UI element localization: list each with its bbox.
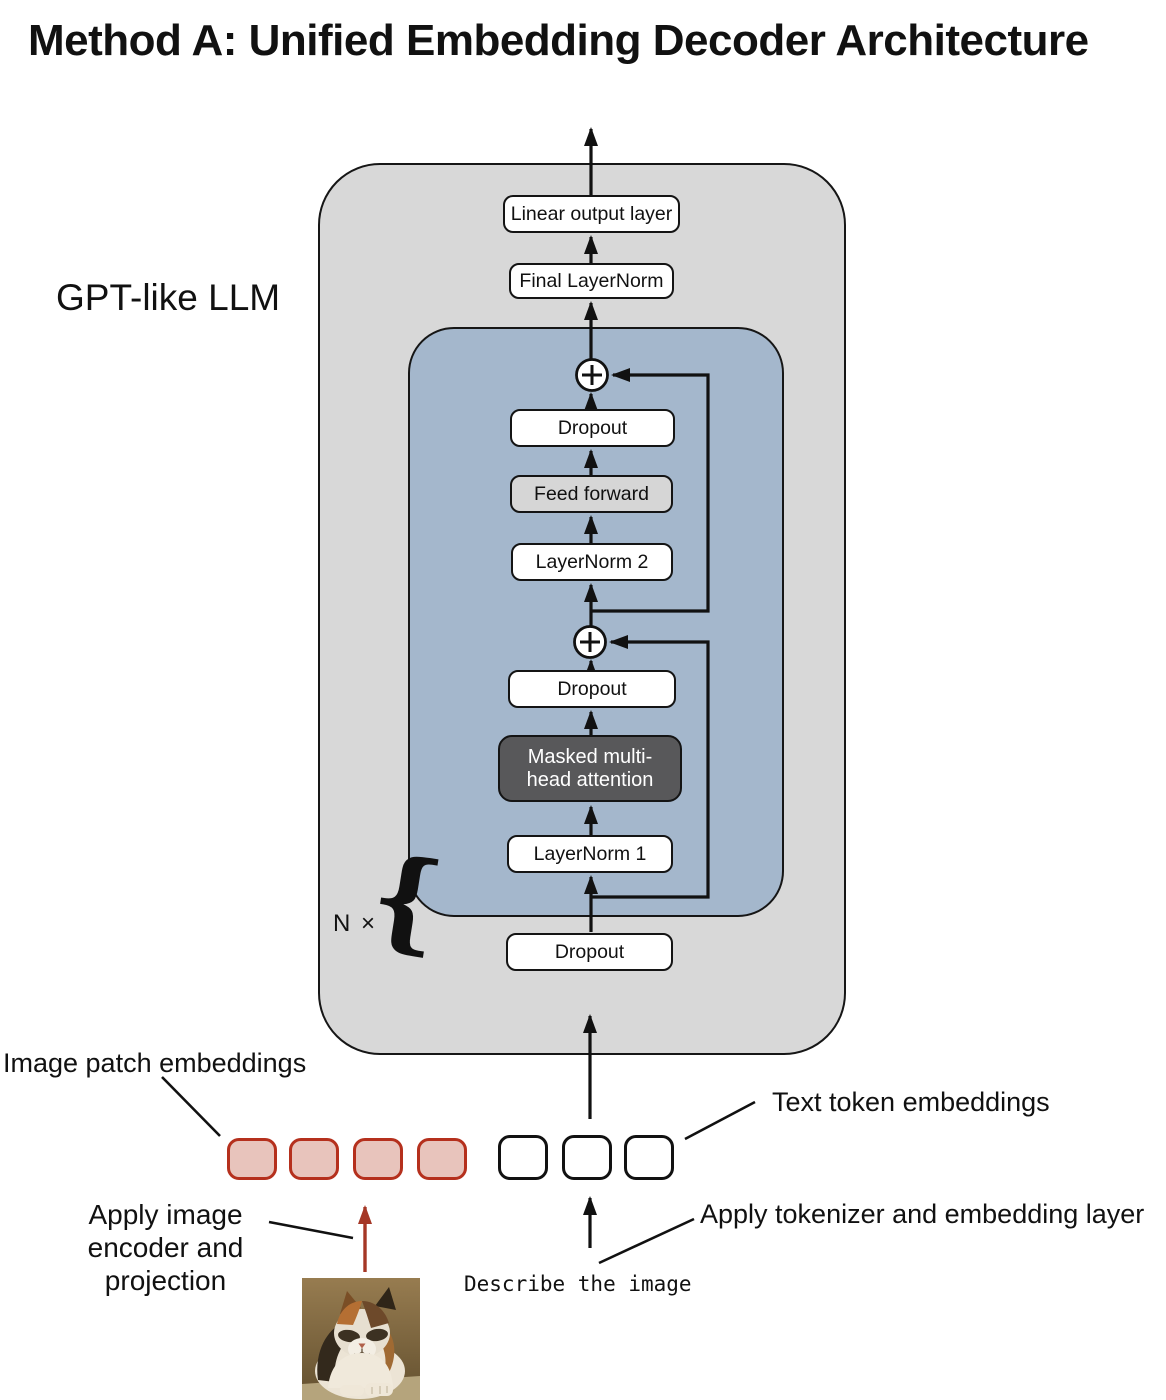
linear-output-layer-box: Linear output layer bbox=[503, 195, 680, 233]
repeat-count-label: N × bbox=[333, 910, 378, 937]
text-token-embeddings-label: Text token embeddings bbox=[772, 1087, 1050, 1117]
dropout-box-middle: Dropout bbox=[508, 670, 676, 708]
dropout-box-top: Dropout bbox=[510, 409, 675, 447]
image-token bbox=[289, 1138, 339, 1180]
feed-forward-box: Feed forward bbox=[510, 475, 673, 513]
layernorm2-box: LayerNorm 2 bbox=[511, 543, 673, 581]
image-token bbox=[227, 1138, 277, 1180]
text-token bbox=[498, 1135, 548, 1180]
gpt-llm-label: GPT-like LLM bbox=[56, 277, 281, 318]
text-token bbox=[624, 1135, 674, 1180]
image-token bbox=[353, 1138, 403, 1180]
text-token bbox=[562, 1135, 612, 1180]
cat-image bbox=[302, 1278, 420, 1400]
prompt-text: Describe the image bbox=[464, 1272, 692, 1296]
final-layernorm-box: Final LayerNorm bbox=[509, 263, 674, 299]
page-title: Method A: Unified Embedding Decoder Arch… bbox=[28, 16, 1089, 65]
masked-attention-box: Masked multi-head attention bbox=[498, 735, 682, 802]
layernorm1-box: LayerNorm 1 bbox=[507, 835, 673, 873]
image-patch-embeddings-label: Image patch embeddings bbox=[3, 1048, 307, 1078]
image-token bbox=[417, 1138, 467, 1180]
apply-image-encoder-label: Apply image encoder and projection bbox=[87, 1199, 244, 1296]
dropout-box-bottom: Dropout bbox=[506, 933, 673, 971]
apply-tokenizer-label: Apply tokenizer and embedding layer bbox=[700, 1199, 1145, 1229]
